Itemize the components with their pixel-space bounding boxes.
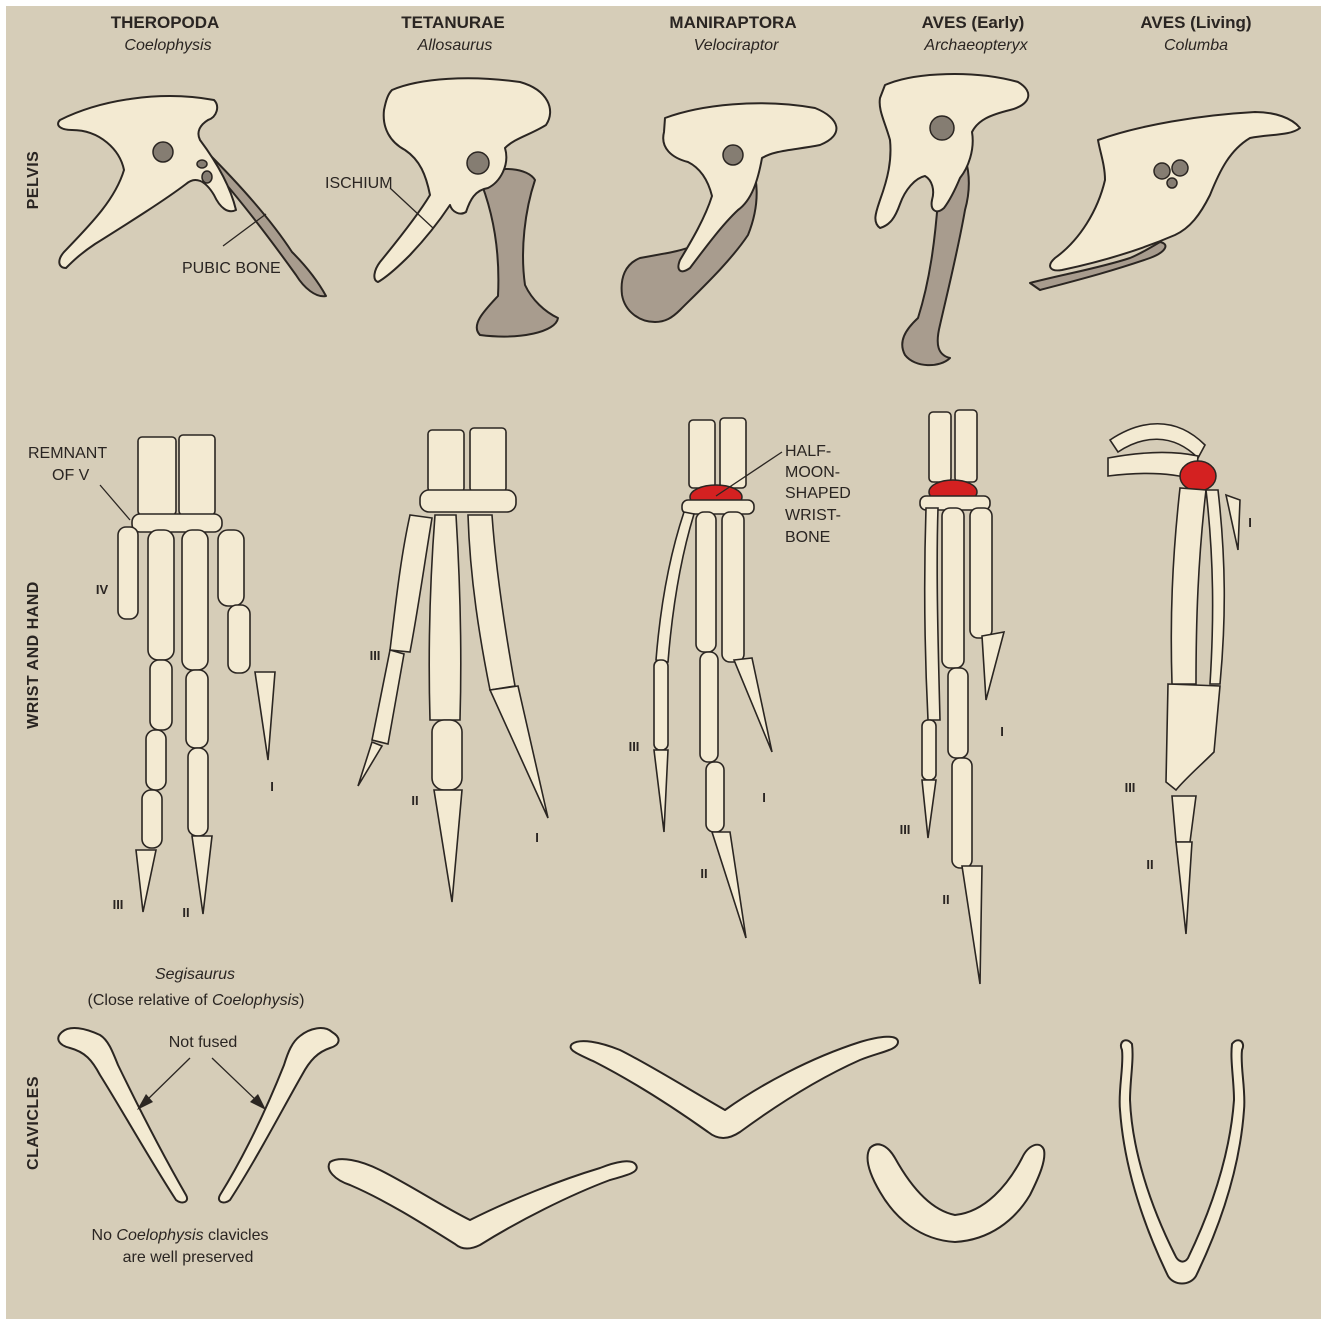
digit-iii-label: III: [629, 739, 640, 754]
close-relative-label: (Close relative of Coelophysis): [88, 992, 305, 1009]
not-fused-label: Not fused: [169, 1034, 237, 1051]
no-clavicles-line1: No Coelophysis clavicles: [92, 1227, 269, 1244]
col-genus-allosaurus: Allosaurus: [417, 37, 493, 54]
col-genus-velociraptor: Velociraptor: [694, 37, 779, 54]
halfmoon-label-2: MOON-: [785, 464, 840, 481]
no-clav-genus: Coelophysis: [116, 1227, 203, 1244]
digit-i-label: I: [1000, 724, 1004, 739]
halfmoon-label-5: BONE: [785, 529, 830, 546]
col-header-theropoda: THEROPODA: [111, 13, 220, 32]
ischium-label: ISCHIUM: [325, 175, 393, 192]
remnant-label-line2: OF V: [52, 467, 90, 484]
digit-i-label: I: [1248, 515, 1252, 530]
close-relative-genus: Coelophysis: [212, 992, 299, 1009]
row-label-pelvis: PELVIS: [25, 151, 42, 210]
digit-iii-label: III: [370, 648, 381, 663]
digit-ii-label: II: [411, 793, 418, 808]
digit-ii-label: II: [700, 866, 707, 881]
digit-i-label: I: [270, 779, 274, 794]
col-header-aves-living: AVES (Living): [1140, 13, 1251, 32]
close-relative-post: ): [299, 992, 304, 1009]
digit-i-label: I: [535, 830, 539, 845]
segisaurus-label: Segisaurus: [155, 966, 235, 983]
col-genus-archaeopteryx: Archaeopteryx: [923, 37, 1028, 54]
col-genus-coelophysis: Coelophysis: [124, 37, 211, 54]
living-wristbone: [1180, 461, 1216, 491]
col-header-maniraptora: MANIRAPTORA: [669, 13, 796, 32]
col-genus-columba: Columba: [1164, 37, 1228, 54]
halfmoon-label-3: SHAPED: [785, 485, 851, 502]
digit-iv-label: IV: [96, 582, 109, 597]
halfmoon-label-1: HALF-: [785, 443, 831, 460]
row-label-clavicles: CLAVICLES: [25, 1076, 42, 1170]
row-label-wrist-hand: WRIST AND HAND: [25, 581, 42, 729]
remnant-label-line1: REMNANT: [28, 445, 107, 462]
digit-ii-label: II: [182, 905, 189, 920]
col-header-aves-early: AVES (Early): [922, 13, 1025, 32]
col-header-tetanurae: TETANURAE: [401, 13, 505, 32]
digit-iii-label: III: [1125, 780, 1136, 795]
digit-ii-label: II: [1146, 857, 1153, 872]
digit-iii-label: III: [900, 822, 911, 837]
halfmoon-label-4: WRIST-: [785, 507, 841, 524]
pubic-bone-label: PUBIC BONE: [182, 260, 281, 277]
no-clav-post: clavicles: [204, 1227, 269, 1244]
no-clavicles-line2: are well preserved: [123, 1249, 254, 1266]
digit-i-label: I: [762, 790, 766, 805]
digit-iii-label: III: [113, 897, 124, 912]
no-clav-pre: No: [92, 1227, 117, 1244]
digit-ii-label: II: [942, 892, 949, 907]
close-relative-pre: (Close relative of: [88, 992, 213, 1009]
